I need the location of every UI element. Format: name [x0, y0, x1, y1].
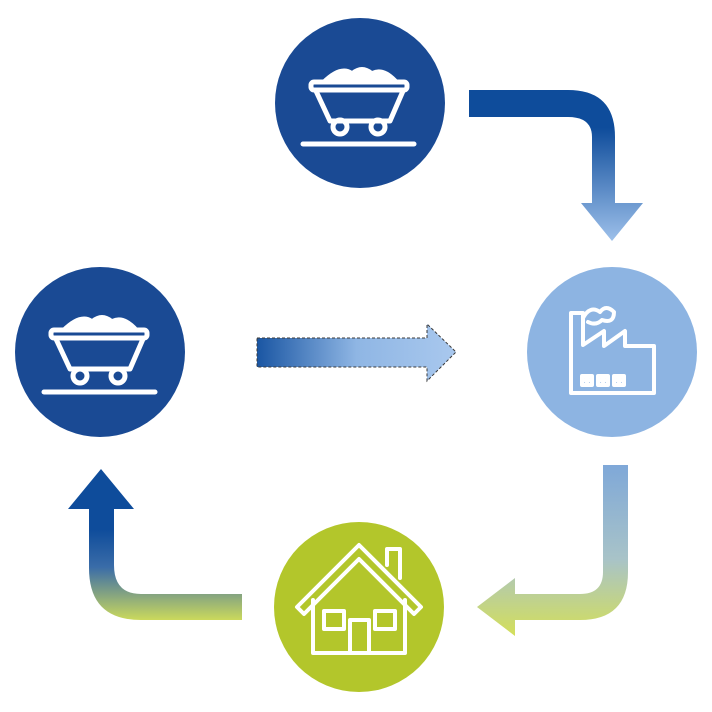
factory-icon	[569, 306, 656, 395]
arrow-house-to-left-cart	[68, 469, 242, 620]
arrow-top-to-factory	[469, 90, 643, 241]
house-node	[274, 522, 444, 692]
arrow-factory-to-house	[477, 465, 628, 636]
mine-cart-left-node	[15, 267, 185, 437]
mine-cart-top-node	[275, 18, 445, 188]
mine-cart-icon	[41, 315, 158, 395]
arrow-left-cart-to-factory	[256, 322, 457, 383]
house-icon	[295, 543, 423, 655]
mine-cart-icon	[300, 67, 417, 147]
factory-node	[527, 267, 697, 437]
